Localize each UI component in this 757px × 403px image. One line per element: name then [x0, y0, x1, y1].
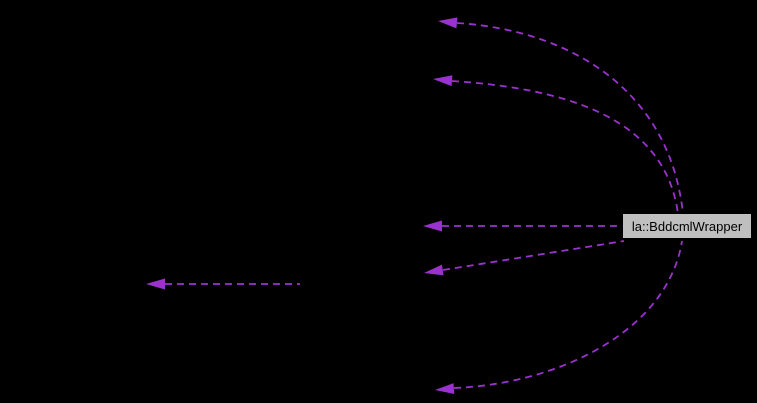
edge-usage-top-inner	[451, 80, 679, 215]
edge-usage-lower-diagonal-arrowhead	[424, 264, 444, 276]
edge-usage-middle-horizontal-arrowhead	[423, 220, 442, 232]
node-label: la::BddcmlWrapper	[631, 218, 743, 234]
edge-usage-bottom	[453, 240, 683, 389]
edge-usage-far-left-arrowhead	[146, 278, 165, 290]
edge-usage-top-outer	[456, 22, 684, 215]
edge-usage-top-outer-arrowhead	[438, 17, 458, 29]
edge-usage-top-inner-arrowhead	[433, 75, 453, 87]
edge-usage-bottom-arrowhead	[435, 383, 455, 394]
edge-usage-lower-diagonal	[442, 240, 625, 271]
node-la-bddcmlwrapper[interactable]: la::BddcmlWrapper	[622, 213, 752, 239]
